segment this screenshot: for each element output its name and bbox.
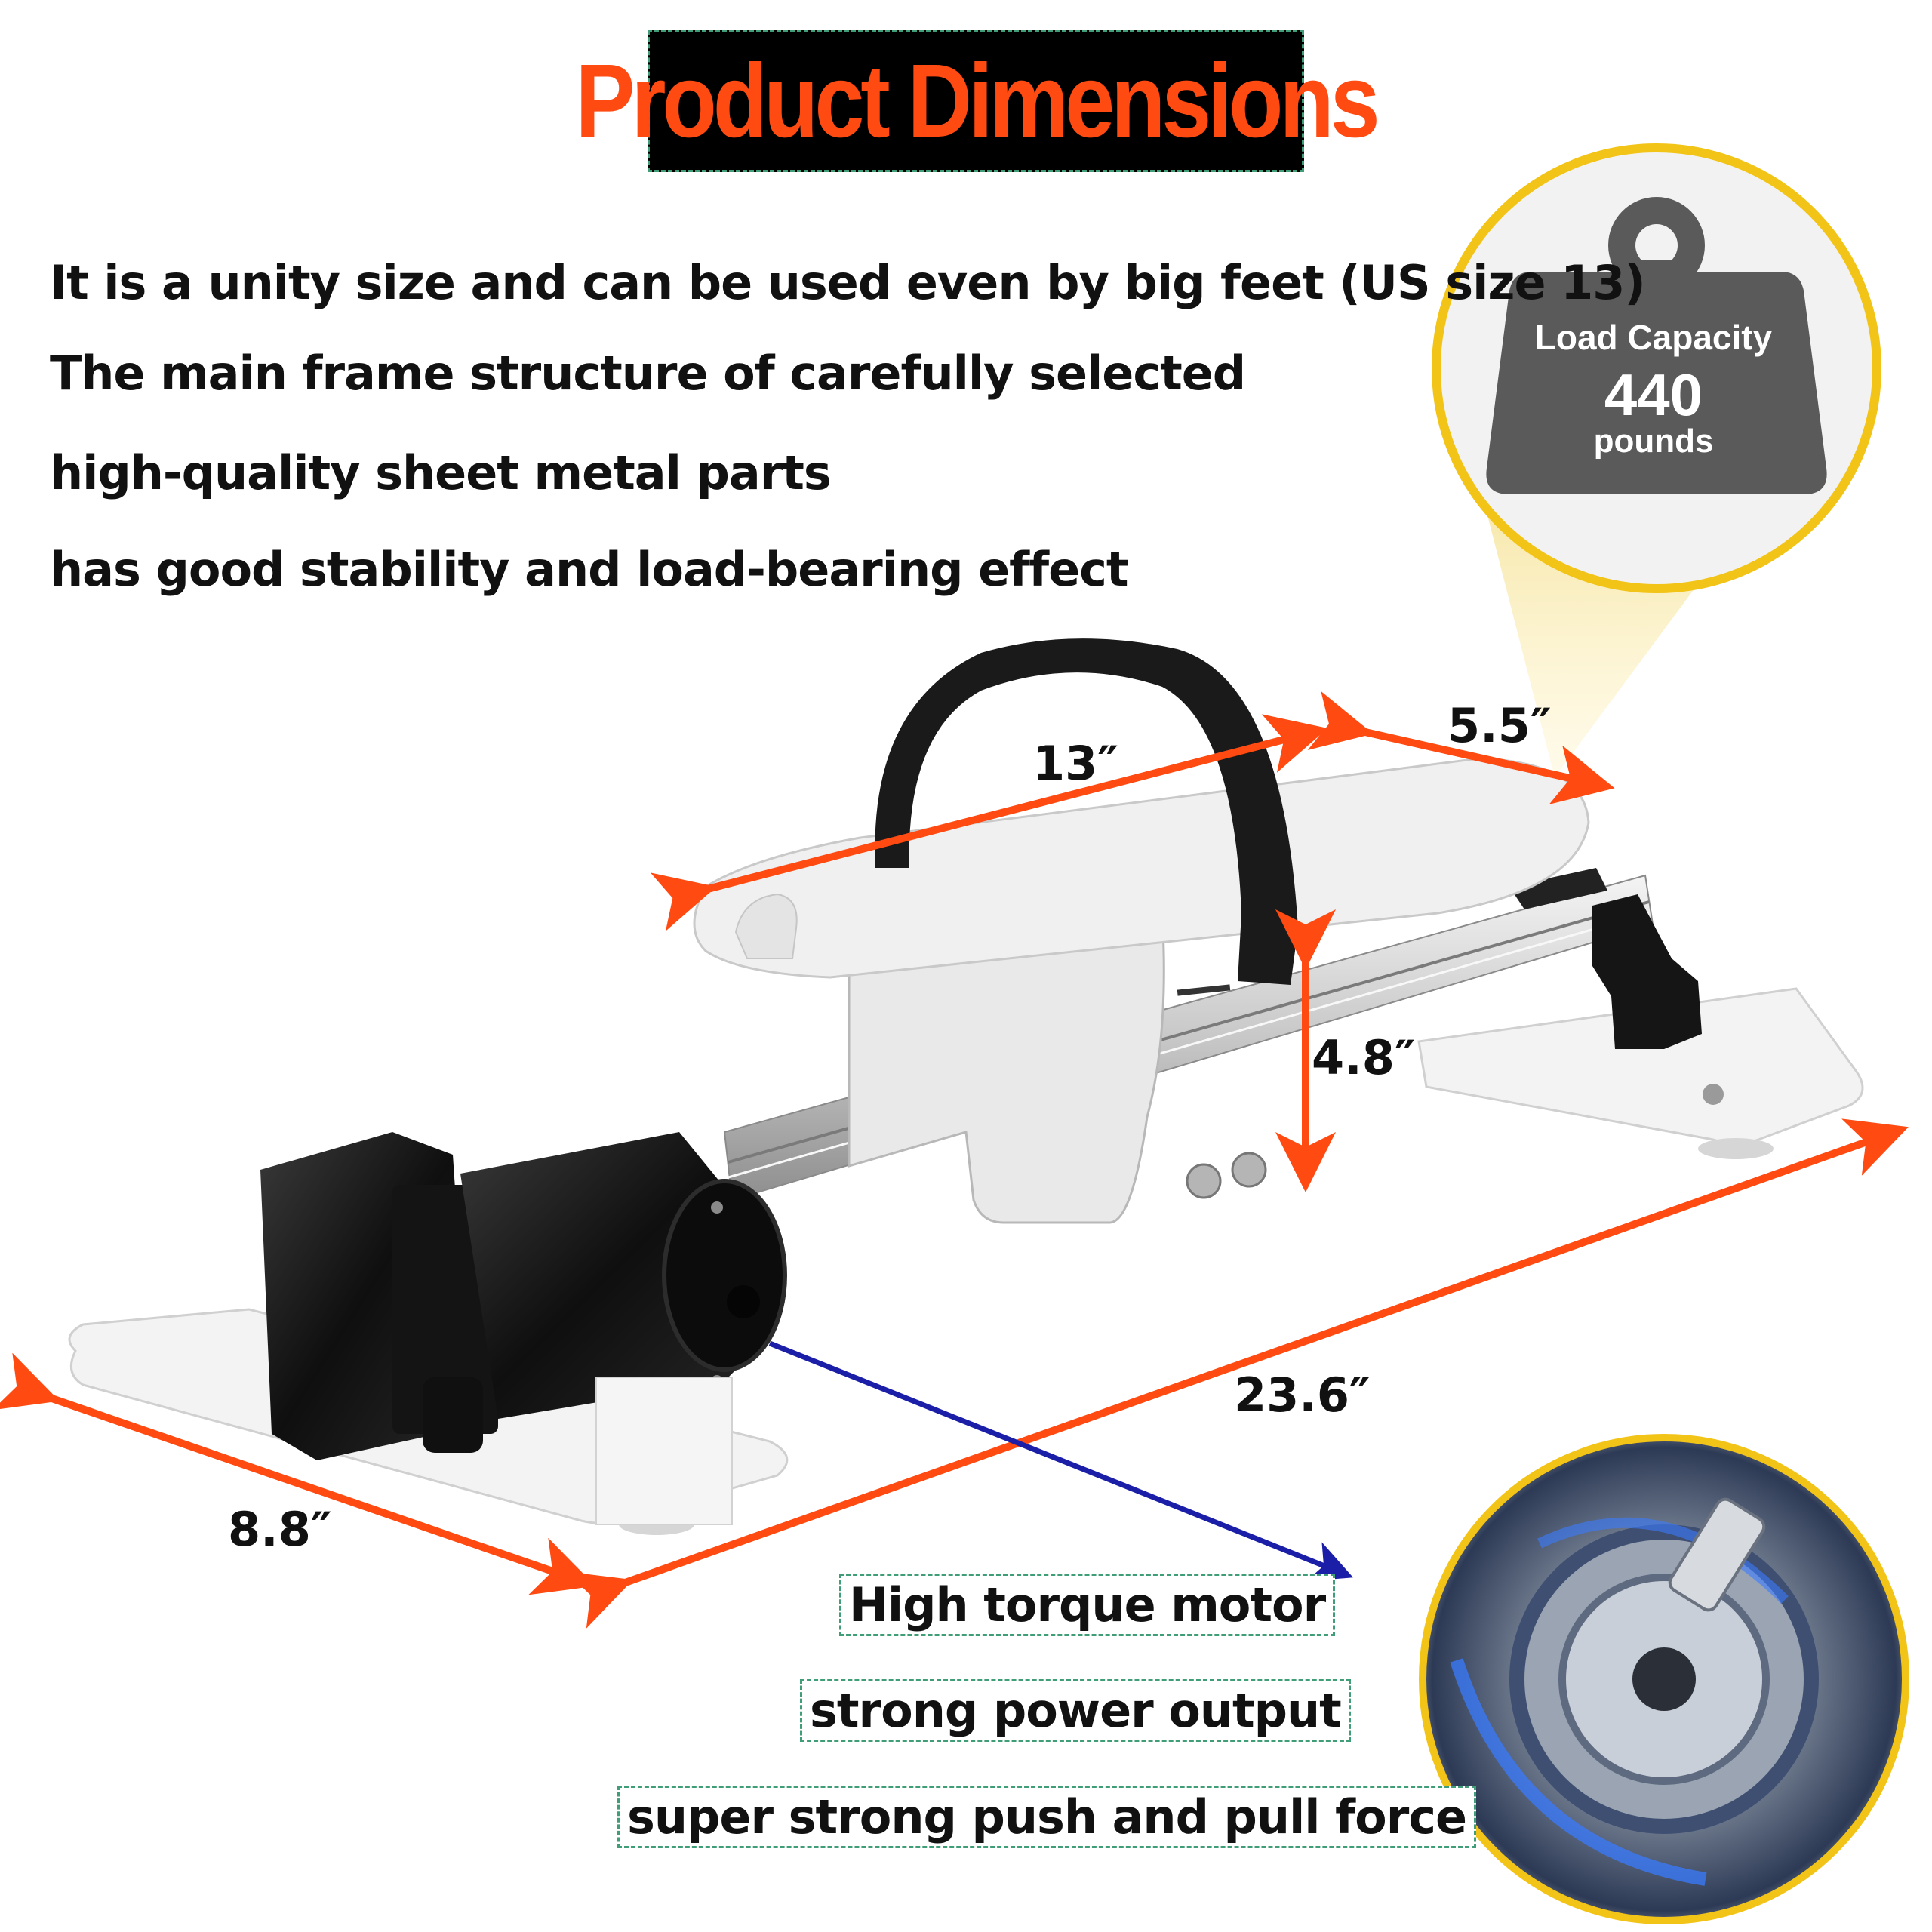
feature-label: super strong push and pull force bbox=[617, 1786, 1477, 1848]
description-line: The main frame structure of carefully se… bbox=[50, 346, 1246, 401]
bolt bbox=[1186, 1163, 1222, 1199]
dimension-total-length: 23.6″ bbox=[1234, 1367, 1371, 1423]
bolt bbox=[1231, 1152, 1267, 1188]
dimension-height: 4.8″ bbox=[1312, 1030, 1416, 1085]
load-capacity-value: 440 bbox=[1604, 361, 1703, 428]
title-banner: Product Dimensions bbox=[575, 30, 1380, 172]
arrow-5-5 bbox=[1307, 691, 1615, 804]
arrow-23-6 bbox=[566, 1118, 1909, 1629]
weight-icon bbox=[1486, 197, 1827, 494]
arrow-13 bbox=[650, 714, 1328, 931]
feature-label: High torque motor bbox=[839, 1574, 1336, 1636]
load-capacity-unit: pounds bbox=[1593, 423, 1714, 460]
description-line: high-quality sheet metal parts bbox=[50, 445, 832, 500]
foot-pad bbox=[1698, 1138, 1774, 1159]
adjust-knob bbox=[1592, 894, 1702, 1049]
motor-callout-arrow bbox=[768, 1340, 1353, 1582]
dimension-pedal-length: 13″ bbox=[1032, 736, 1118, 791]
description-line: has good stability and load-bearing effe… bbox=[50, 542, 1129, 597]
foot-strap bbox=[875, 638, 1298, 985]
page-title: Product Dimensions bbox=[575, 42, 1380, 159]
dimension-base-width: 8.8″ bbox=[228, 1502, 332, 1557]
rail-end-bracket bbox=[1509, 868, 1607, 909]
arrow-8-8 bbox=[0, 1352, 595, 1595]
description-line: It is a unity size and can be used even … bbox=[50, 255, 1646, 310]
motor-detail-image bbox=[1419, 1434, 1909, 1924]
bolt bbox=[1703, 1084, 1724, 1105]
load-capacity-label: Load Capacity bbox=[1534, 318, 1773, 357]
feature-label: strong power output bbox=[800, 1679, 1351, 1742]
dimension-pedal-width: 5.5″ bbox=[1447, 698, 1552, 753]
